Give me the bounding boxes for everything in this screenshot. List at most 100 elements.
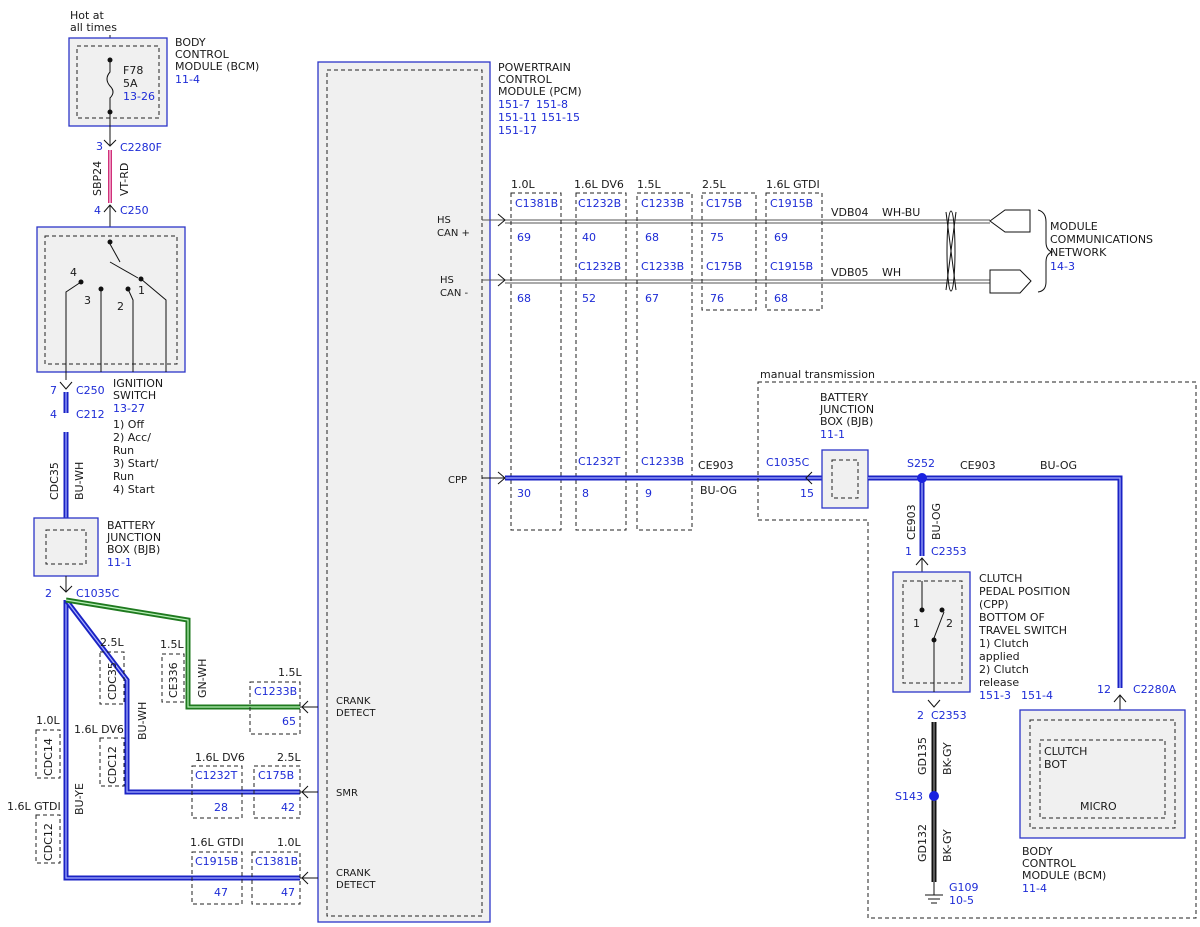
bcm-right-title-1: BODY bbox=[1022, 845, 1053, 858]
s143-label: S143 bbox=[895, 790, 923, 803]
fuse-terminal-top bbox=[107, 57, 113, 63]
bcm-right-box[interactable] bbox=[1019, 709, 1186, 839]
bcm-top-box[interactable] bbox=[68, 37, 168, 127]
s143-splice[interactable] bbox=[929, 791, 939, 801]
bjb-left-box[interactable] bbox=[33, 517, 99, 577]
ign-opt-5: Run bbox=[113, 470, 134, 483]
gnwh-label: GN-WH bbox=[196, 659, 209, 698]
col-16gtdi-box[interactable] bbox=[765, 192, 823, 311]
c2280f-arrow bbox=[103, 139, 117, 147]
g109-label: G109 bbox=[949, 881, 979, 894]
c1035c-pin: 2 bbox=[45, 587, 52, 600]
col-16dv6-c1: C1232B bbox=[578, 197, 621, 210]
c250-pin: 4 bbox=[94, 204, 101, 217]
hscanp-l1: HS bbox=[437, 215, 451, 226]
bcm-right-bot: BOT bbox=[1044, 758, 1067, 771]
mcn-title-3: NETWORK bbox=[1050, 246, 1107, 259]
bc-var-15: 1.5L bbox=[278, 666, 302, 679]
bcm-right-micro-label: MICRO bbox=[1080, 800, 1117, 813]
col-16dv6-c2: C1232B bbox=[578, 260, 621, 273]
cpp-opt-3: 2) Clutch bbox=[979, 663, 1029, 676]
ign-lead-2 bbox=[127, 288, 134, 372]
col-16gtdi-c1: C1915B bbox=[770, 197, 813, 210]
crank-detect-1-arrow bbox=[300, 700, 318, 714]
bc-p65: 65 bbox=[282, 715, 296, 728]
c2280f-pin: 3 bbox=[96, 140, 103, 153]
hscan-minus-arrow bbox=[497, 273, 506, 287]
bc-c1232t-box[interactable] bbox=[191, 765, 243, 819]
bcm-right-micro bbox=[1039, 739, 1166, 819]
manual-transmission-label: manual transmission bbox=[760, 368, 875, 381]
mcn-title-2: COMMUNICATIONS bbox=[1050, 233, 1153, 246]
cpp-contact-1 bbox=[919, 607, 925, 613]
s252-splice[interactable] bbox=[917, 473, 927, 483]
fuse-f78-symbol[interactable] bbox=[106, 62, 114, 126]
pcm-inner bbox=[326, 69, 483, 917]
cpp-pin-2: 2 bbox=[946, 617, 953, 630]
mcn-title-1: MODULE bbox=[1050, 220, 1098, 233]
col-10-box[interactable] bbox=[510, 192, 562, 531]
bjb-right-box[interactable] bbox=[821, 449, 869, 509]
bjb-left-ref: 11-1 bbox=[107, 556, 132, 569]
ign-opt-6: 4) Start bbox=[113, 483, 155, 496]
crank-detect-1-l2: DETECT bbox=[336, 708, 376, 719]
ignition-switch-box[interactable] bbox=[36, 226, 186, 373]
hscanp-l2: CAN + bbox=[437, 228, 470, 239]
ign-ref: 13-27 bbox=[113, 402, 145, 415]
bc-c1233b: C1233B bbox=[254, 685, 297, 698]
col-16dv6-pc: 8 bbox=[582, 487, 589, 500]
variant-15-left: 1.5L bbox=[160, 638, 184, 651]
pcm-ref-1: 151-7 bbox=[498, 98, 530, 111]
bkgy-label: BK-GY bbox=[941, 742, 954, 775]
cpp-ref-1: 151-3 bbox=[979, 689, 1011, 702]
fuse-ref: 13-26 bbox=[123, 90, 155, 103]
bkgy2-label: BK-GY bbox=[941, 829, 954, 862]
col-15-var: 1.5L bbox=[637, 178, 661, 191]
pcm-box[interactable] bbox=[317, 61, 491, 923]
col-25-box[interactable] bbox=[701, 192, 757, 311]
buwh2-label: BU-WH bbox=[136, 702, 149, 740]
pcm-title-1: POWERTRAIN bbox=[498, 61, 571, 74]
c2353b-arrow bbox=[927, 699, 941, 708]
cpp-switch-box[interactable] bbox=[892, 571, 971, 693]
c250b-pin: 7 bbox=[50, 384, 57, 397]
c250-label: C250 bbox=[120, 204, 149, 217]
bcm-right-title-2: CONTROL bbox=[1022, 857, 1077, 870]
s252-label: S252 bbox=[907, 457, 935, 470]
wire-buye-stripe bbox=[65, 600, 300, 879]
mcn-connector-minus bbox=[989, 269, 1032, 294]
cdc12-label: CDC12 bbox=[106, 746, 119, 784]
bc-var-25: 2.5L bbox=[277, 751, 301, 764]
crank-detect-1-l1: CRANK bbox=[336, 696, 371, 707]
ce903b-label: CE903 bbox=[960, 459, 996, 472]
col-16dv6-var: 1.6L DV6 bbox=[574, 178, 624, 191]
bc-p47b: 47 bbox=[281, 886, 295, 899]
wire-gnwh-stripe bbox=[65, 599, 300, 708]
fuse-amps: 5A bbox=[123, 77, 138, 90]
cpp-opt-4: release bbox=[979, 676, 1019, 689]
mcn-brace bbox=[1037, 209, 1054, 293]
bc-var-16dv6: 1.6L DV6 bbox=[195, 751, 245, 764]
bc-var-16gtdi: 1.6L GTDI bbox=[190, 836, 244, 849]
col-16dv6-box[interactable] bbox=[575, 192, 627, 531]
wh-label: WH bbox=[882, 266, 901, 279]
cpp-title-1: CLUTCH bbox=[979, 572, 1022, 585]
cpp-title-2: PEDAL POSITION bbox=[979, 585, 1070, 598]
bc-p42: 42 bbox=[281, 801, 295, 814]
ign-lead-4 bbox=[65, 281, 82, 380]
bcm-top-ref: 11-4 bbox=[175, 73, 200, 86]
gd135-label: GD135 bbox=[916, 737, 929, 775]
c2280f-label: C2280F bbox=[120, 141, 162, 154]
buog-label: BU-OG bbox=[700, 484, 737, 497]
c2353a-label: C2353 bbox=[931, 545, 967, 558]
bc-c1915b-box[interactable] bbox=[191, 851, 243, 905]
pcm-ref-2: 151-8 bbox=[536, 98, 568, 111]
ign-lead-1 bbox=[140, 278, 167, 372]
cpp-input-label: CPP bbox=[448, 475, 467, 486]
smr-label: SMR bbox=[336, 788, 358, 799]
col-16gtdi-pa: 69 bbox=[774, 231, 788, 244]
cpp-switch-arm bbox=[933, 611, 945, 639]
mcn-connector-plus bbox=[989, 209, 1031, 233]
bc-c1233b-box[interactable] bbox=[249, 681, 301, 735]
col-25-c1: C175B bbox=[706, 197, 742, 210]
